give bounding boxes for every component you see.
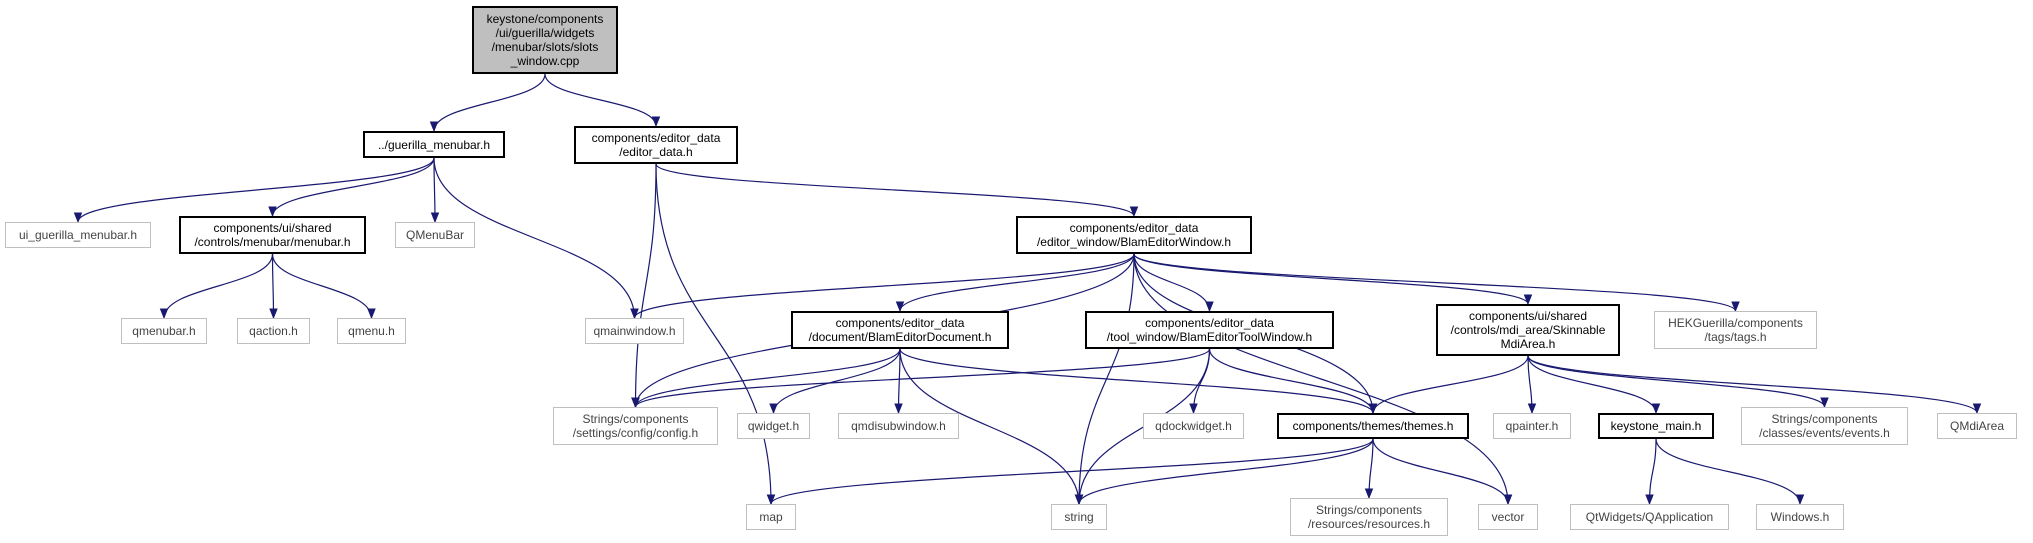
edge-editor_data-to-BlamEditorWindow <box>655 163 1139 218</box>
edge-BlamEditorDocument-to-qwidget <box>769 348 901 415</box>
node-guerilla-menubar[interactable]: ../guerilla_menubar.h <box>363 131 505 158</box>
edge-BlamEditorDocument-to-string <box>899 348 1084 506</box>
edge-BlamEditorDocument-to-themes_h <box>899 348 1378 415</box>
node-tags-h: HEKGuerilla/components /tags/tags.h <box>1654 311 1817 349</box>
edge-themes_h-to-vector <box>1372 438 1513 506</box>
edge-BlamEditorWindow-to-BlamEditorDocument <box>895 253 1135 313</box>
node-qmainwindow: qmainwindow.h <box>585 318 684 344</box>
node-windows-h: Windows.h <box>1756 504 1844 530</box>
edge-themes_h-to-resources_h <box>1364 438 1374 500</box>
node-skinnable-mdi-area[interactable]: components/ui/shared /controls/mdi_area/… <box>1436 304 1620 356</box>
node-root: keystone/components /ui/guerilla/widgets… <box>472 6 618 74</box>
node-string: string <box>1051 504 1107 530</box>
node-menubar-h[interactable]: components/ui/shared /controls/menubar/m… <box>179 216 366 254</box>
edge-BlamEditorDocument-to-qmdisubwindow <box>894 348 903 415</box>
edge-guerilla_menubar-to-menubar_h <box>268 157 435 218</box>
edge-SkinnableMdiArea-to-QMdiArea <box>1527 355 1982 415</box>
edge-BlamEditorWindow-to-vector <box>1133 253 1513 506</box>
node-keystone-main[interactable]: keystone_main.h <box>1598 413 1714 439</box>
edge-guerilla_menubar-to-QMenuBar <box>430 157 440 224</box>
edge-menubar_h-to-qaction <box>269 253 278 320</box>
edge-BlamEditorDocument-to-config_h <box>631 348 901 409</box>
node-qmenubar-h: qmenubar.h <box>121 318 207 344</box>
edge-root-to-guerilla_menubar <box>429 73 546 133</box>
edge-SkinnableMdiArea-to-themes_h <box>1368 355 1529 415</box>
edge-SkinnableMdiArea-to-keystone_main <box>1527 355 1661 415</box>
node-qapplication: QtWidgets/QApplication <box>1570 504 1729 530</box>
edge-keystone_main-to-Windows_h <box>1655 438 1805 506</box>
edge-themes_h-to-string <box>1074 438 1374 506</box>
node-qmenubar-class: QMenuBar <box>395 222 475 248</box>
node-qpainter: qpainter.h <box>1493 413 1571 439</box>
node-blam-editor-tool-window[interactable]: components/editor_data /tool_window/Blam… <box>1085 311 1334 349</box>
edge-SkinnableMdiArea-to-events_h <box>1527 355 1829 409</box>
node-config-h: Strings/components /settings/config/conf… <box>553 407 718 445</box>
edge-editor_data-to-map <box>655 163 776 506</box>
node-events-h: Strings/components /classes/events/event… <box>1741 407 1908 445</box>
node-blam-editor-window[interactable]: components/editor_data /editor_window/Bl… <box>1016 216 1252 254</box>
edge-BlamEditorWindow-to-BlamEditorToolWindow <box>1133 253 1214 313</box>
node-qmdiarea: QMdiArea <box>1937 413 2017 439</box>
edge-BlamEditorWindow-to-tags_h <box>1133 253 1740 313</box>
node-qmenu: qmenu.h <box>337 318 406 344</box>
node-editor-data[interactable]: components/editor_data /editor_data.h <box>574 126 738 164</box>
node-qmdisubwindow: qmdisubwindow.h <box>838 413 959 439</box>
node-qdockwidget: qdockwidget.h <box>1143 413 1244 439</box>
node-blam-editor-document[interactable]: components/editor_data /document/BlamEdi… <box>791 311 1009 349</box>
node-qwidget: qwidget.h <box>737 413 810 439</box>
node-map: map <box>746 504 796 530</box>
edge-BlamEditorWindow-to-SkinnableMdiArea <box>1133 253 1533 306</box>
edge-keystone_main-to-QApplication <box>1645 438 1657 506</box>
node-vector: vector <box>1478 504 1538 530</box>
edge-guerilla_menubar-to-qmainwindow <box>433 157 639 320</box>
edge-root-to-editor_data <box>544 73 661 128</box>
edge-editor_data-to-config_h <box>631 163 657 409</box>
edge-menubar_h-to-qmenubar <box>159 253 274 320</box>
node-qaction: qaction.h <box>237 318 310 344</box>
edge-BlamEditorToolWindow-to-qdockwidget <box>1189 348 1211 415</box>
edge-SkinnableMdiArea-to-qpainter <box>1527 355 1537 415</box>
node-resources-h: Strings/components /resources/resources.… <box>1290 498 1448 536</box>
edge-themes_h-to-map <box>766 438 1374 506</box>
node-themes-h[interactable]: components/themes/themes.h <box>1277 413 1469 439</box>
edge-BlamEditorWindow-to-qmainwindow <box>630 253 1135 320</box>
node-ui-guerilla-menubar: ui_guerilla_menubar.h <box>5 222 151 248</box>
edge-guerilla_menubar-to-ui_guerilla_menubar <box>73 157 435 224</box>
edge-BlamEditorToolWindow-to-config_h <box>631 348 1211 409</box>
edge-BlamEditorToolWindow-to-themes_h <box>1208 348 1378 415</box>
edge-menubar_h-to-qmenu <box>271 253 376 320</box>
